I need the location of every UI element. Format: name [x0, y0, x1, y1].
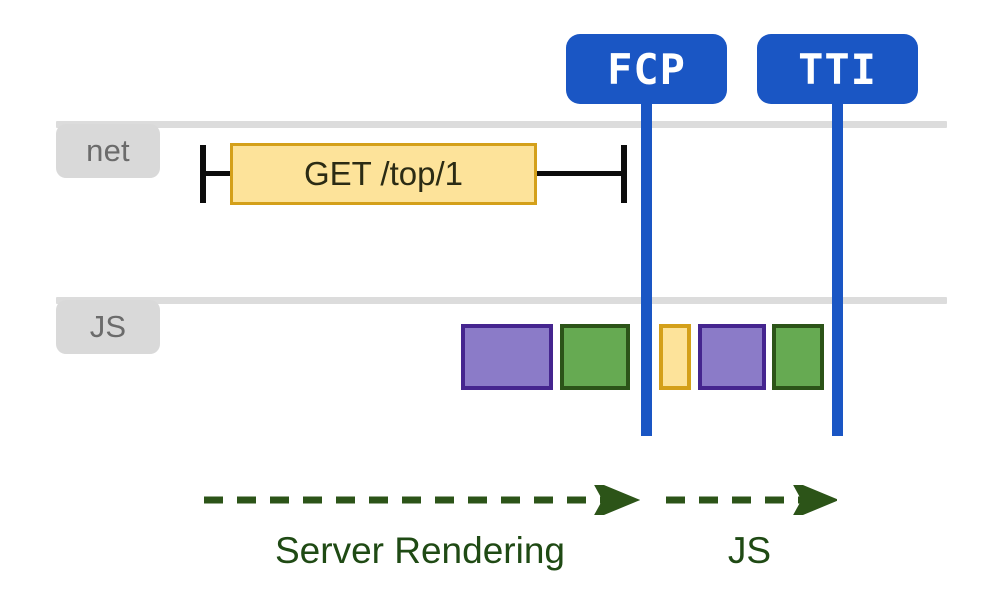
- net-request-left-connector: [204, 171, 232, 176]
- milestone-badge-fcp[interactable]: FCP: [566, 34, 727, 104]
- row-label-net: net: [56, 124, 160, 178]
- phase-label-js: JS: [662, 530, 837, 572]
- row-label-js-text: JS: [89, 309, 127, 344]
- milestone-line-fcp: [641, 96, 652, 436]
- network-request-bar[interactable]: GET /top/1: [230, 143, 537, 205]
- milestone-badge-tti[interactable]: TTI: [757, 34, 918, 104]
- milestone-badge-tti-label: TTI: [798, 44, 877, 94]
- network-request-label: GET /top/1: [304, 155, 463, 192]
- js-task-block-3[interactable]: [659, 324, 691, 390]
- row-label-js: JS: [56, 300, 160, 354]
- milestone-badge-fcp-label: FCP: [607, 44, 686, 94]
- phase-label-js-text: JS: [727, 530, 772, 571]
- net-track-rule: [56, 121, 947, 128]
- js-task-block-4[interactable]: [698, 324, 766, 390]
- phase-arrow-js: [666, 485, 837, 515]
- net-request-start-cap: [200, 145, 206, 203]
- js-track-rule: [56, 297, 947, 304]
- net-request-right-connector: [535, 171, 625, 176]
- phase-label-server-rendering: Server Rendering: [200, 530, 640, 572]
- js-task-block-2[interactable]: [560, 324, 630, 390]
- net-request-end-cap: [621, 145, 627, 203]
- js-task-block-5[interactable]: [772, 324, 824, 390]
- phase-arrow-server-rendering: [204, 485, 640, 515]
- js-task-block-1[interactable]: [461, 324, 553, 390]
- phase-label-server-rendering-text: Server Rendering: [275, 530, 565, 571]
- milestone-line-tti: [832, 96, 843, 436]
- row-label-net-text: net: [86, 133, 130, 168]
